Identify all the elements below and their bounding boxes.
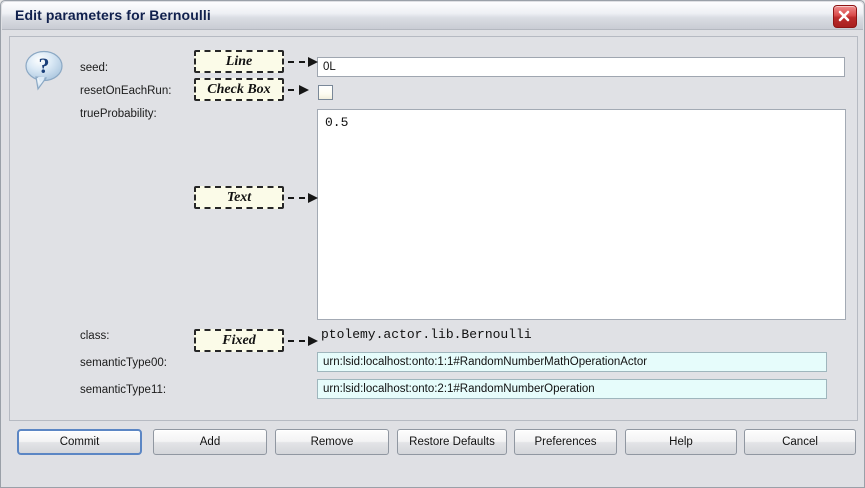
restore-defaults-button[interactable]: Restore Defaults	[397, 429, 507, 455]
cancel-button[interactable]: Cancel	[744, 429, 856, 455]
svg-text:?: ?	[39, 53, 50, 78]
close-icon[interactable]	[833, 5, 857, 28]
title-bar: Edit parameters for Bernoulli	[2, 2, 863, 30]
add-button[interactable]: Add	[153, 429, 267, 455]
parameters-panel: ? seed: resetOnEachRun: trueProbability:…	[9, 36, 858, 421]
annotation-check-box-arrow	[288, 85, 309, 95]
label-semantictype00: semanticType00:	[80, 357, 167, 369]
label-seed: seed:	[80, 62, 109, 74]
close-x-glyph	[838, 10, 850, 22]
annotation-line: Line	[194, 50, 284, 73]
seed-input[interactable]: 0L	[317, 57, 845, 77]
question-mark-bubble-icon: ?	[22, 49, 68, 93]
dialog-button-bar: Commit Add Remove Restore Defaults Prefe…	[9, 429, 858, 457]
class-value: ptolemy.actor.lib.Bernoulli	[321, 327, 532, 342]
label-semantictype11: semanticType11:	[80, 384, 167, 396]
label-trueprobability: trueProbability:	[80, 108, 157, 120]
annotation-fixed-arrow	[288, 336, 318, 346]
semantictype11-input[interactable]: urn:lsid:localhost:onto:2:1#RandomNumber…	[317, 379, 827, 399]
trueprobability-textarea[interactable]: 0.5	[317, 109, 846, 320]
resetoneachrun-checkbox[interactable]	[318, 85, 333, 100]
annotation-text-arrow	[288, 193, 318, 203]
annotation-text: Text	[194, 186, 284, 209]
label-class: class:	[80, 330, 110, 342]
window-title: Edit parameters for Bernoulli	[15, 7, 211, 23]
preferences-button[interactable]: Preferences	[514, 429, 617, 455]
commit-button[interactable]: Commit	[17, 429, 142, 455]
help-button[interactable]: Help	[625, 429, 737, 455]
annotation-fixed: Fixed	[194, 329, 284, 352]
semantictype00-input[interactable]: urn:lsid:localhost:onto:1:1#RandomNumber…	[317, 352, 827, 372]
annotation-check-box: Check Box	[194, 78, 284, 101]
annotation-line-arrow	[288, 57, 318, 67]
remove-button[interactable]: Remove	[275, 429, 389, 455]
label-resetoneachrun: resetOnEachRun:	[80, 85, 172, 97]
